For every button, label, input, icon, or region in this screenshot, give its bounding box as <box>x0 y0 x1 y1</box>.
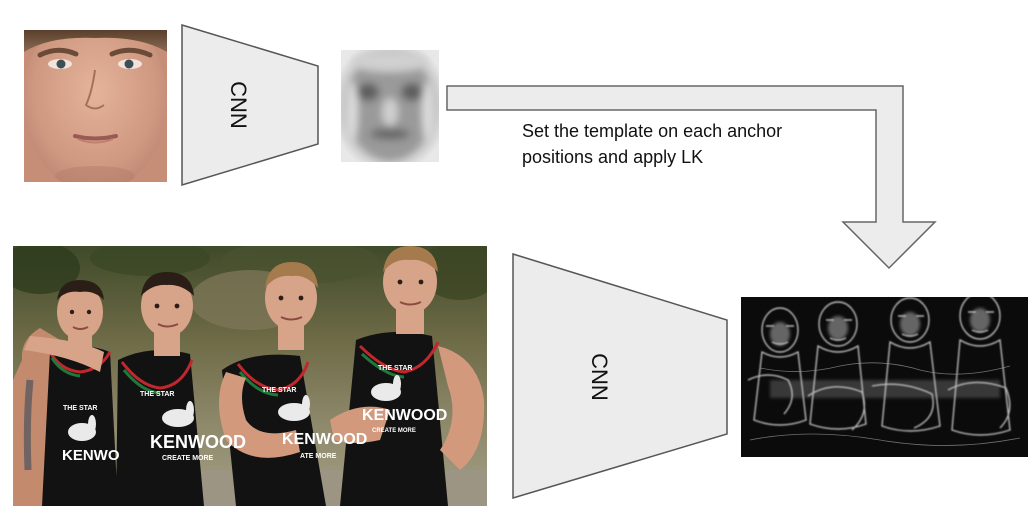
top-cnn-encoder <box>181 23 319 187</box>
player-4 <box>330 246 485 506</box>
sponsor-text-3: KENWOOD <box>282 431 367 448</box>
learned-template-image <box>341 50 439 162</box>
jersey-badge-3: THE STAR <box>262 387 296 394</box>
sponsor-tag-4: CREATE MORE <box>372 428 416 434</box>
bottom-cnn-label: CNN <box>587 353 612 401</box>
lk-caption: Set the template on each anchor position… <box>522 118 862 170</box>
jersey-badge-1: THE STAR <box>63 405 97 412</box>
sponsor-tag-3: ATE MORE <box>300 453 337 460</box>
player-1 <box>13 280 118 506</box>
player-2 <box>24 272 204 506</box>
feature-response-map <box>741 297 1028 457</box>
bent-arrow <box>446 85 937 270</box>
sponsor-text-2: KENWOOD <box>150 432 246 452</box>
sponsor-text-1: KENWO <box>62 447 120 464</box>
sponsor-text-4: KENWOOD <box>362 407 447 424</box>
bottom-cnn-encoder <box>512 252 728 500</box>
lk-caption-line-2: positions and apply LK <box>522 147 704 167</box>
player-3 <box>219 262 326 506</box>
jersey-badge-4: THE STAR <box>378 365 412 372</box>
top-cnn-label: CNN <box>226 81 251 129</box>
sponsor-tag-2: CREATE MORE <box>162 455 214 462</box>
lk-caption-line-1: Set the template on each anchor <box>522 121 783 141</box>
jersey-badge-2: THE STAR <box>140 391 174 398</box>
team-photo: THE STAR THE STAR THE STAR THE STAR KENW… <box>13 246 487 506</box>
template-face-photo <box>24 30 167 182</box>
